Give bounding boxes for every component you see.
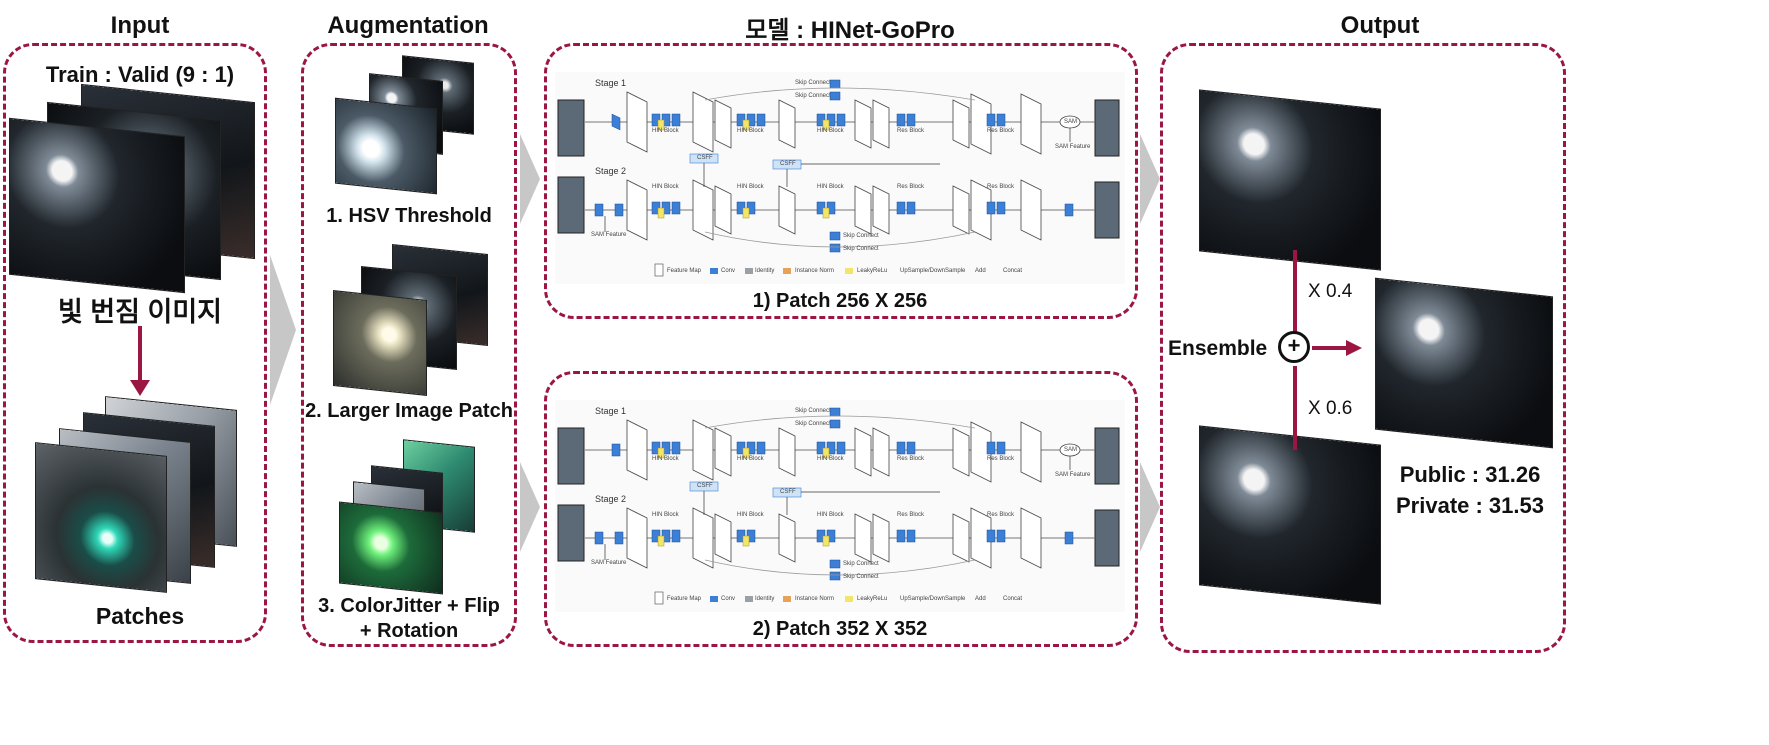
- legend-add: Add: [975, 268, 986, 274]
- hin-block-label: HIN Block: [817, 456, 844, 462]
- plus-icon: +: [1287, 333, 1301, 358]
- ensemble-connector: [1293, 250, 1362, 450]
- ensemble-result-image: [1376, 278, 1552, 448]
- res-block-label: Res Block: [897, 128, 925, 134]
- hin-block-label: HIN Block: [817, 512, 844, 518]
- hin-block-label: HIN Block: [652, 184, 679, 190]
- hin-block-label: HIN Block: [817, 128, 844, 134]
- patch-256-caption: 1) Patch 256 X 256: [752, 290, 928, 312]
- augmentation-panel: [301, 43, 517, 647]
- augmentation-title: Augmentation: [327, 12, 489, 39]
- input-panel: [3, 43, 267, 643]
- legend-upsample-downsample: UpSample/DownSample: [900, 268, 966, 274]
- sam-label: SAM: [1064, 119, 1078, 125]
- csff-label: CSFF: [780, 161, 796, 167]
- skip-connect-label: Skip Connect: [795, 421, 831, 427]
- legend-upsample-downsample: UpSample/DownSample: [900, 596, 966, 602]
- res-block-label: Res Block: [897, 512, 925, 518]
- weight-bottom-label: X 0.6: [1308, 398, 1353, 419]
- legend-identity: Identity: [755, 596, 775, 602]
- sam-feature-label: SAM Feature: [591, 560, 627, 566]
- ensemble-label: Ensemble: [1168, 337, 1268, 360]
- csff-label: CSFF: [697, 155, 713, 161]
- public-score: Public : 31.26: [1399, 462, 1541, 487]
- chevron-right-icon: [270, 255, 296, 405]
- legend-leakyrelu: LeakyReLu: [857, 268, 888, 274]
- patch-352-caption: 2) Patch 352 X 352: [752, 618, 928, 640]
- hin-block-label: HIN Block: [652, 512, 679, 518]
- csff-label: CSFF: [697, 483, 713, 489]
- chevron-right-icon: [1140, 134, 1160, 224]
- hin-block-label: HIN Block: [737, 456, 764, 462]
- chevron-right-icon: [520, 462, 540, 552]
- colorjitter-caption-line2: + Rotation: [359, 620, 459, 642]
- skip-connect-label: Skip Connect: [843, 233, 879, 239]
- legend-concat: Concat: [1003, 596, 1023, 602]
- hsv-threshold-caption: 1. HSV Threshold: [326, 205, 492, 227]
- weight-top-label: X 0.4: [1308, 281, 1353, 302]
- chevron-right-icon: [1140, 462, 1160, 552]
- model-panel-patch-352: [544, 371, 1138, 647]
- res-block-label: Res Block: [987, 184, 1015, 190]
- sam-label: SAM: [1064, 447, 1078, 453]
- res-block-label: Res Block: [987, 456, 1015, 462]
- sam-feature-label: SAM Feature: [1055, 472, 1091, 478]
- legend-conv: Conv: [721, 596, 736, 602]
- down-arrow-icon: [130, 326, 150, 396]
- input-title: Input: [110, 12, 170, 39]
- skip-connect-label: Skip Connect: [843, 246, 879, 252]
- legend-instance-norm: Instance Norm: [795, 596, 835, 602]
- stage-1-label: Stage 1: [595, 406, 627, 416]
- res-block-label: Res Block: [987, 512, 1015, 518]
- larger-image-patch-caption: 2. Larger Image Patch: [305, 400, 513, 422]
- hinet-architecture-diagram: Stage 1 Stage 2 Skip Connect Skip Connec…: [555, 72, 1125, 284]
- sam-feature-label: SAM Feature: [591, 232, 627, 238]
- skip-connect-label: Skip Connect: [843, 561, 879, 567]
- light-blur-image-caption: 빛 번짐 이미지: [57, 297, 223, 327]
- hsv-threshold-image-front: [336, 98, 436, 194]
- plus-circle-icon: +: [1278, 331, 1310, 363]
- input-image-front: [10, 118, 184, 293]
- model-title: 모델 : HINet-GoPro: [745, 17, 955, 44]
- hinet-architecture-diagram: Stage 1 Stage 2 Skip Connect Skip Connec…: [555, 400, 1125, 612]
- hin-block-label: HIN Block: [737, 512, 764, 518]
- legend-instance-norm: Instance Norm: [795, 268, 835, 274]
- res-block-label: Res Block: [897, 184, 925, 190]
- larger-patch-image-front: [334, 291, 426, 395]
- skip-connect-label: Skip Connect: [795, 80, 831, 86]
- hin-block-label: HIN Block: [652, 128, 679, 134]
- legend-conv: Conv: [721, 268, 736, 274]
- hin-block-label: HIN Block: [737, 128, 764, 134]
- legend-leakyrelu: LeakyReLu: [857, 596, 888, 602]
- colorjitter-caption-line1: 3. ColorJitter + Flip: [318, 595, 500, 617]
- colorjitter-image-front: [340, 502, 442, 594]
- legend-feature-map: Feature Map: [667, 596, 702, 602]
- stage-2-label: Stage 2: [595, 166, 627, 176]
- hin-block-label: HIN Block: [817, 184, 844, 190]
- output-title: Output: [1340, 12, 1420, 39]
- hin-block-label: HIN Block: [652, 456, 679, 462]
- train-valid-split-label: Train : Valid (9 : 1): [45, 62, 235, 87]
- patch-image-front: [36, 443, 166, 592]
- res-block-label: Res Block: [987, 128, 1015, 134]
- sam-feature-label: SAM Feature: [1055, 144, 1091, 150]
- legend-identity: Identity: [755, 268, 775, 274]
- skip-connect-label: Skip Connect: [795, 93, 831, 99]
- patches-caption: Patches: [95, 603, 185, 629]
- csff-label: CSFF: [780, 489, 796, 495]
- legend-add: Add: [975, 596, 986, 602]
- hin-block-label: HIN Block: [737, 184, 764, 190]
- skip-connect-label: Skip Connect: [843, 574, 879, 580]
- stage-1-label: Stage 1: [595, 78, 627, 88]
- skip-connect-label: Skip Connect: [795, 408, 831, 414]
- chevron-right-icon: [520, 134, 540, 224]
- private-score: Private : 31.53: [1396, 493, 1544, 518]
- output-panel: [1160, 43, 1566, 653]
- legend-concat: Concat: [1003, 268, 1023, 274]
- stage-2-label: Stage 2: [595, 494, 627, 504]
- legend-feature-map: Feature Map: [667, 268, 702, 274]
- res-block-label: Res Block: [897, 456, 925, 462]
- model-panel-patch-256: [544, 43, 1138, 319]
